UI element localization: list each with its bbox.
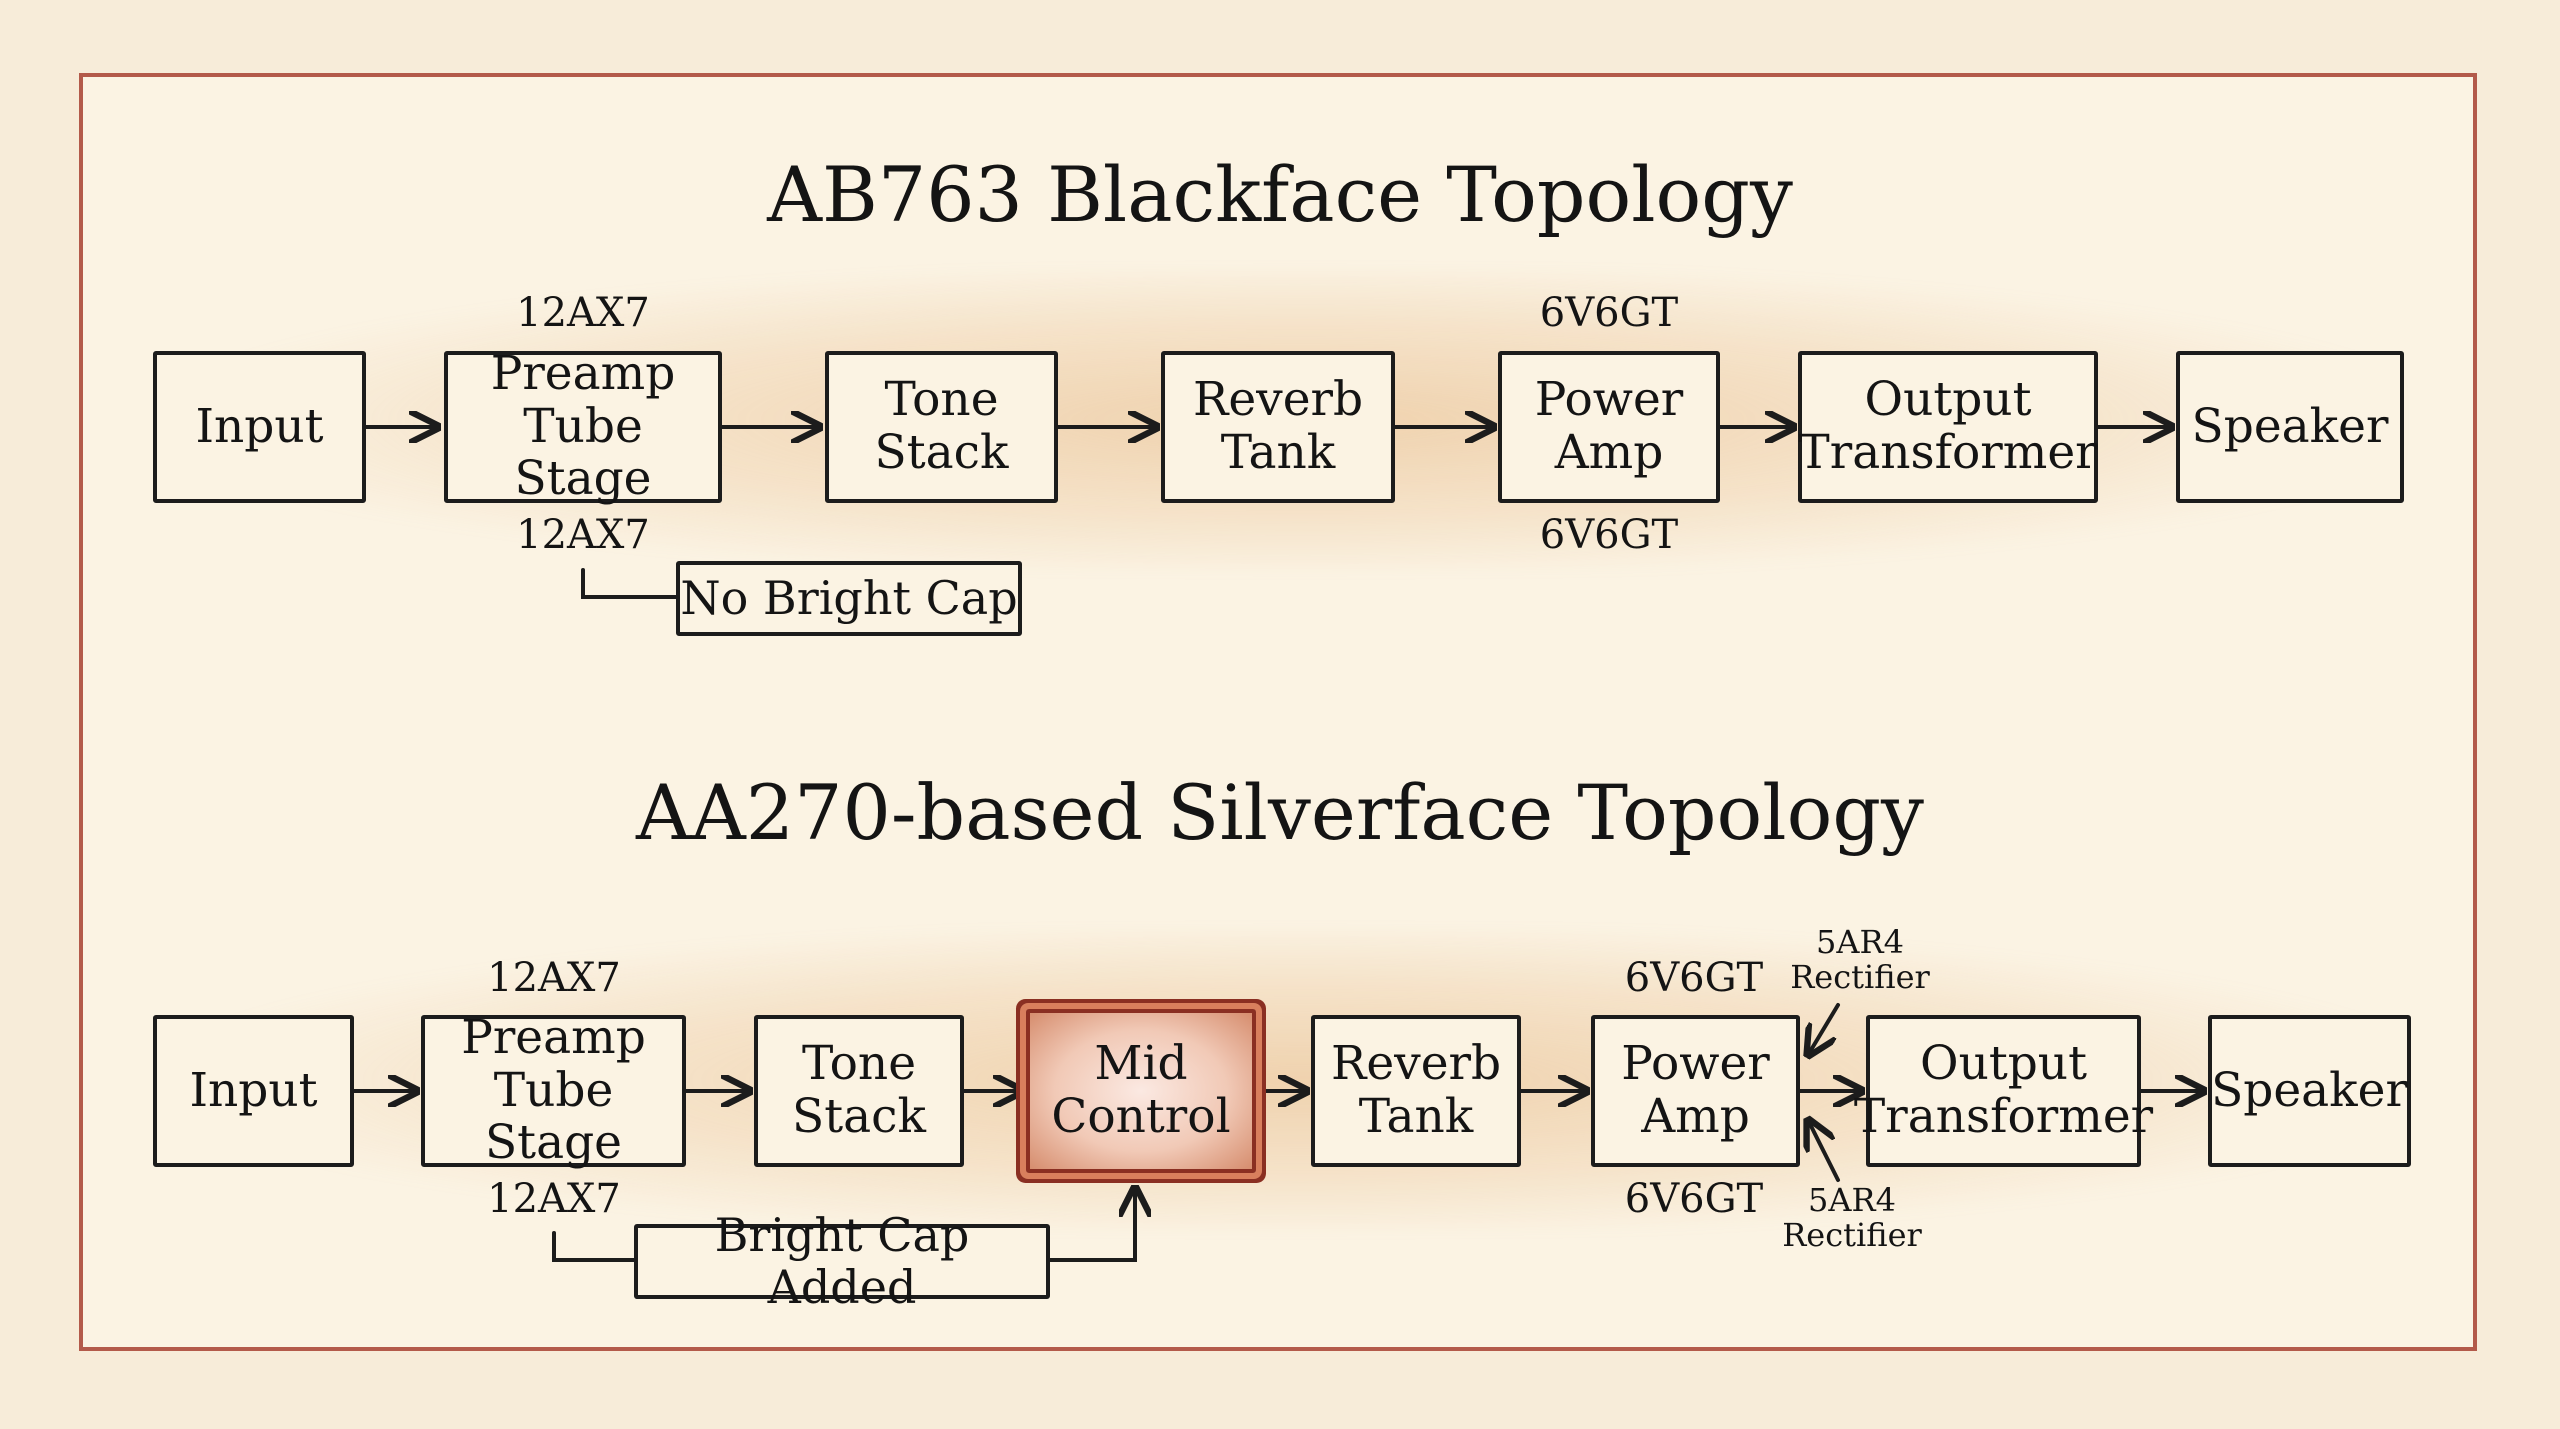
- bottom-block-tone-stack: Tone Stack: [754, 1015, 964, 1167]
- top-block-output-transformer: Output Transformer: [1798, 351, 2098, 503]
- top-block-preamp: Preamp Tube Stage: [444, 347, 722, 505]
- top-preamp-tube-above: 12AX7: [516, 290, 650, 336]
- bottom-diagram-title: AA270-based Silverface Topology: [636, 768, 1924, 857]
- bottom-block-output-transformer: Output Transformer: [1854, 1015, 2153, 1167]
- rectifier-label-above: 5AR4 Rectifier: [1790, 923, 1930, 996]
- bottom-block-speaker: Speaker: [2208, 1015, 2411, 1167]
- top-note-no-bright-cap: No Bright Cap: [676, 561, 1022, 636]
- top-block-reverb-tank: Reverb Tank: [1161, 351, 1395, 503]
- bottom-power-tube-above: 6V6GT: [1624, 955, 1764, 1001]
- bottom-preamp-tube-below: 12AX7: [487, 1176, 621, 1222]
- bottom-block-input: Input: [153, 1015, 354, 1167]
- bottom-block-power-amp: Power Amp: [1591, 1015, 1800, 1167]
- connector-bottom-note: [552, 1231, 636, 1262]
- bottom-block-mid-control: Mid Control: [1026, 1009, 1256, 1173]
- top-block-speaker: Speaker: [2176, 351, 2404, 503]
- top-diagram-title: AB763 Blackface Topology: [767, 150, 1793, 239]
- bottom-block-preamp: Preamp Tube Stage: [421, 1011, 686, 1169]
- bottom-power-tube-below: 6V6GT: [1624, 1176, 1764, 1222]
- connector-top-note: [581, 568, 678, 599]
- top-block-tone-stack: Tone Stack: [825, 351, 1058, 503]
- top-block-power-amp: Power Amp: [1498, 351, 1720, 503]
- rectifier-label-below: 5AR4 Rectifier: [1782, 1181, 1922, 1254]
- bottom-block-reverb-tank: Reverb Tank: [1311, 1015, 1521, 1167]
- top-block-input: Input: [153, 351, 366, 503]
- top-preamp-tube-below: 12AX7: [516, 512, 650, 558]
- connector-note-to-mid: [1048, 1188, 1135, 1262]
- top-power-tube-above: 6V6GT: [1539, 290, 1679, 336]
- bottom-preamp-tube-above: 12AX7: [487, 955, 621, 1001]
- top-power-tube-below: 6V6GT: [1539, 512, 1679, 558]
- arrow-rectifier-above: [1808, 1003, 1840, 1055]
- arrow-rectifier-below: [1808, 1120, 1840, 1182]
- bottom-note-bright-cap-added: Bright Cap Added: [634, 1209, 1050, 1312]
